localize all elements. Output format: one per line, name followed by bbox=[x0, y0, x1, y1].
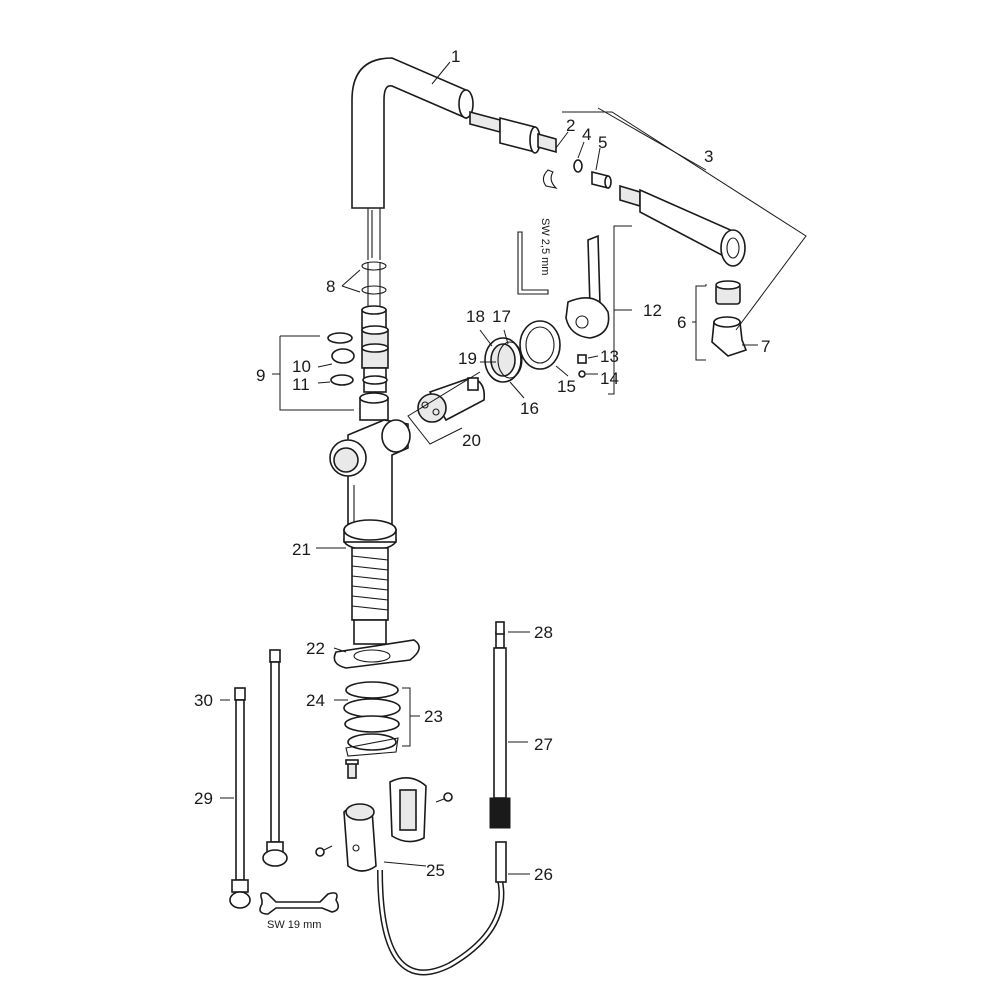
label-26: 26 bbox=[534, 865, 553, 884]
label-20: 20 bbox=[462, 431, 481, 450]
label-24: 24 bbox=[306, 691, 325, 710]
screw-cap-part bbox=[578, 370, 586, 378]
hose-connection-part bbox=[489, 621, 511, 829]
label-17: 17 bbox=[492, 307, 511, 326]
label-8: 8 bbox=[326, 277, 335, 296]
supply-hose-hot-part bbox=[262, 649, 288, 867]
mounting-screw-part bbox=[345, 759, 359, 779]
label-14: 14 bbox=[600, 369, 619, 388]
label-22: 22 bbox=[306, 639, 325, 658]
handle-part bbox=[565, 234, 610, 339]
hose-clamp-part bbox=[389, 777, 427, 843]
label-6: 6 bbox=[677, 313, 686, 332]
mounting-spring-part bbox=[343, 681, 401, 757]
aerator-part bbox=[715, 280, 741, 305]
label-16: 16 bbox=[520, 399, 539, 418]
label-30: 30 bbox=[194, 691, 213, 710]
label-11: 11 bbox=[292, 375, 310, 394]
spray-head-part bbox=[619, 184, 746, 267]
allen-key-size-label: SW 2,5 mm bbox=[539, 218, 551, 275]
wrench-size-label: SW 19 mm bbox=[267, 919, 321, 931]
o-ring-lower-part bbox=[330, 374, 354, 386]
o-ring-part bbox=[573, 159, 583, 173]
label-7: 7 bbox=[761, 337, 770, 356]
label-29: 29 bbox=[194, 789, 213, 808]
label-27: 27 bbox=[534, 735, 553, 754]
label-1: 1 bbox=[451, 47, 460, 66]
hose-weight-part bbox=[343, 803, 377, 872]
aerator-housing-part bbox=[711, 316, 748, 357]
label-28: 28 bbox=[534, 623, 553, 642]
label-21: 21 bbox=[292, 540, 311, 559]
spout-part bbox=[351, 57, 474, 260]
retaining-rings-part bbox=[361, 261, 387, 310]
leader-lines bbox=[220, 61, 807, 875]
split-ring-part bbox=[327, 332, 353, 344]
label-19: 19 bbox=[458, 349, 477, 368]
label-13: 13 bbox=[600, 347, 619, 366]
label-2: 2 bbox=[566, 116, 575, 135]
label-23: 23 bbox=[424, 707, 443, 726]
label-12: 12 bbox=[643, 301, 662, 320]
clip-part bbox=[542, 169, 558, 189]
spout-adapter-part bbox=[359, 305, 389, 421]
wrench-tool bbox=[259, 892, 340, 915]
cartridge-nut-part bbox=[484, 337, 523, 383]
spout-connector-part bbox=[469, 110, 557, 154]
label-3: 3 bbox=[704, 147, 713, 166]
cartridge-part bbox=[417, 377, 486, 423]
label-4: 4 bbox=[582, 125, 591, 144]
set-screw-part bbox=[577, 354, 587, 364]
wood-screw-part bbox=[315, 792, 453, 857]
label-15: 15 bbox=[557, 377, 576, 396]
supply-hose-cold-part bbox=[229, 687, 251, 909]
mounting-plate-part bbox=[333, 619, 420, 669]
label-10: 10 bbox=[292, 357, 311, 376]
spray-hose-part bbox=[377, 869, 505, 976]
faucet-body-part bbox=[329, 419, 411, 541]
nipple-part bbox=[591, 170, 612, 190]
cover-sleeve-part bbox=[519, 320, 561, 370]
label-5: 5 bbox=[598, 133, 607, 152]
mounting-shank-part bbox=[343, 519, 397, 621]
guide-ring-part bbox=[331, 348, 355, 364]
label-25: 25 bbox=[426, 861, 445, 880]
allen-key-tool bbox=[517, 231, 549, 295]
label-18: 18 bbox=[466, 307, 485, 326]
hose-connector-part bbox=[495, 841, 507, 883]
part-labels: 1 2 4 5 3 6 7 8 9 10 11 12 13 14 15 16 1… bbox=[194, 47, 770, 884]
label-9: 9 bbox=[256, 366, 265, 385]
